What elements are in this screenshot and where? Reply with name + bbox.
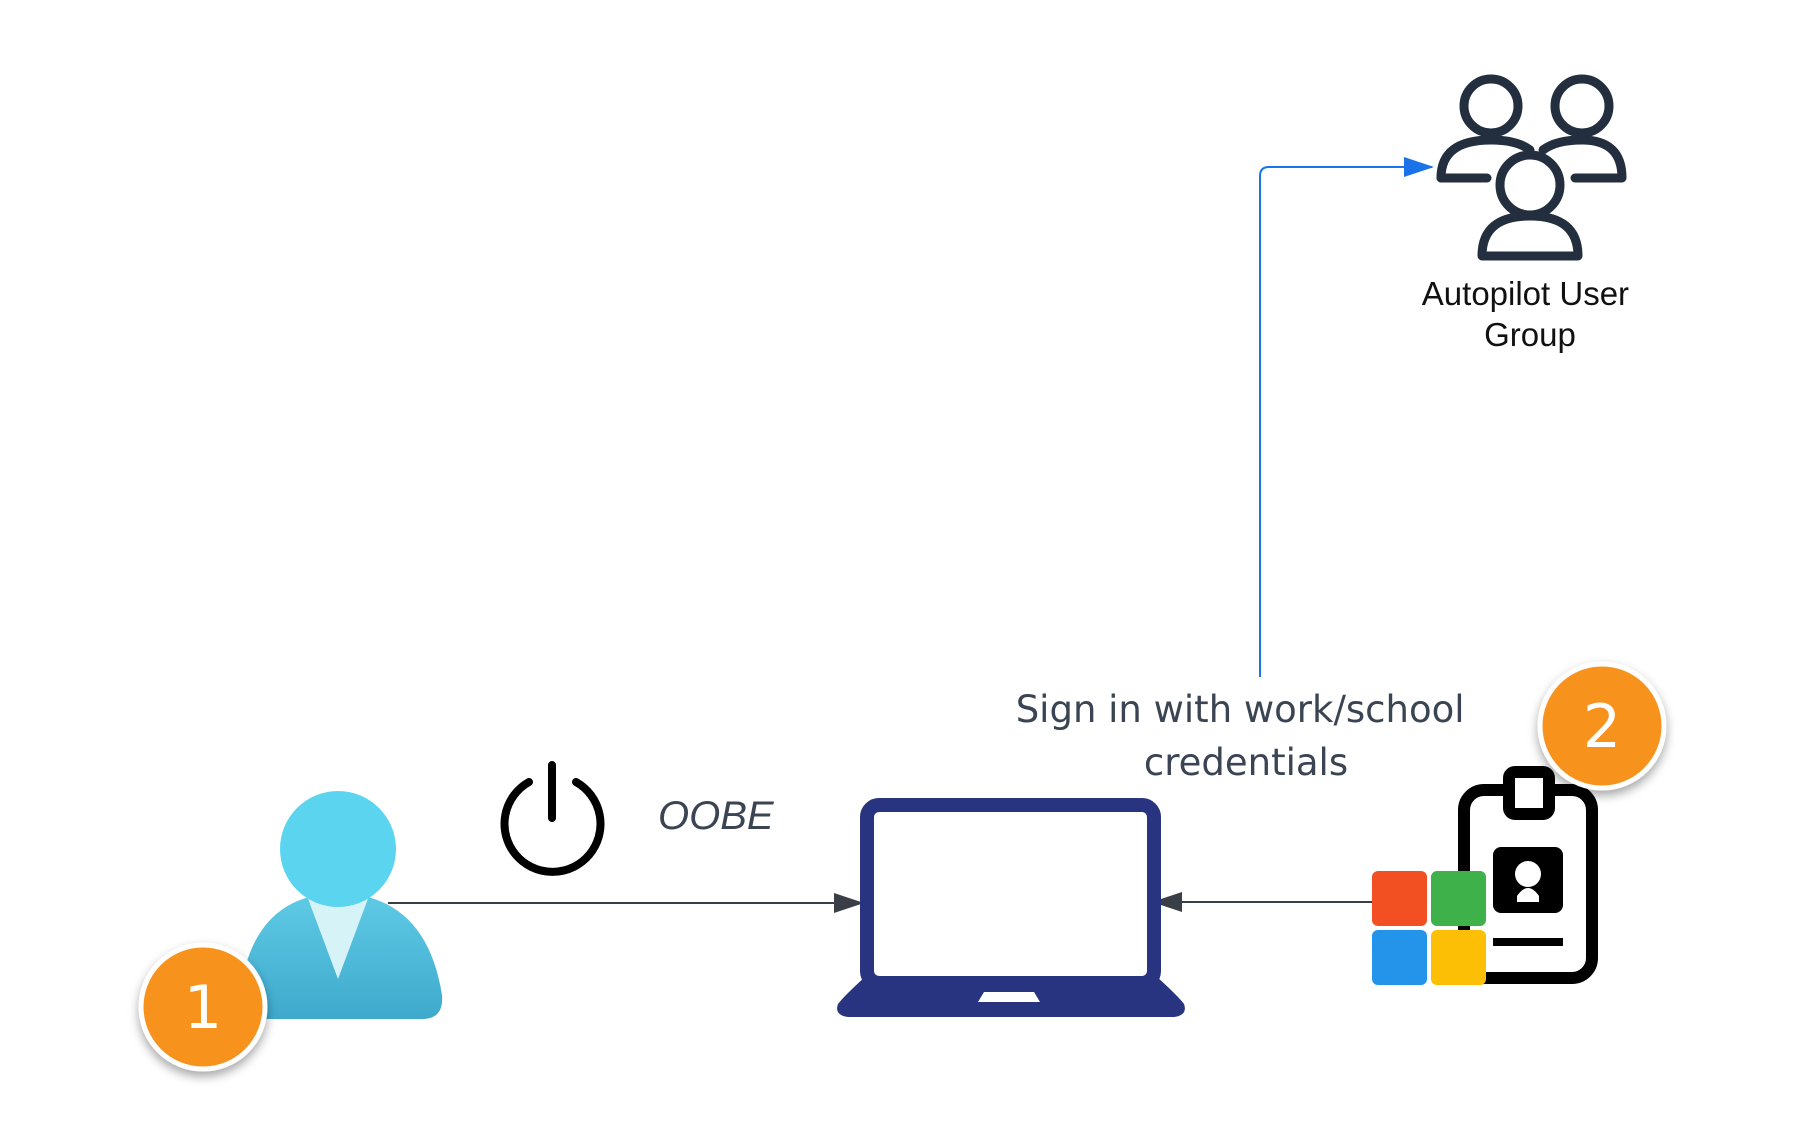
- id-badge-icon: [1458, 766, 1598, 984]
- power-icon: [500, 761, 605, 876]
- signin-label: Sign in with work/school credentials: [1016, 688, 1477, 784]
- edge-signin-to-group: [1259, 157, 1434, 677]
- user-group-icon: [1436, 74, 1627, 261]
- signin-label-line-2: credentials: [1144, 741, 1348, 784]
- microsoft-logo-icon: [1372, 871, 1486, 985]
- laptop-trackpad: [978, 992, 1040, 1002]
- user-group-label-line-2: Group: [1484, 316, 1576, 353]
- signin-label-line-1: Sign in with work/school: [1016, 688, 1465, 731]
- user-collar: [307, 896, 369, 979]
- user-group-label-line-1: Autopilot User: [1422, 275, 1629, 312]
- oobe-label: OOBE: [658, 794, 775, 838]
- laptop-icon: [837, 798, 1185, 1017]
- step-badge-2-label: 2: [1583, 692, 1621, 762]
- step-badge-1-label: 1: [184, 973, 222, 1043]
- step-badge-2: [1537, 661, 1667, 791]
- user-group-label: Autopilot User Group: [1422, 275, 1638, 353]
- laptop-screen: [860, 798, 1161, 990]
- step-badge-1: [138, 942, 268, 1072]
- user-head: [280, 791, 396, 907]
- user-icon: [239, 791, 443, 1019]
